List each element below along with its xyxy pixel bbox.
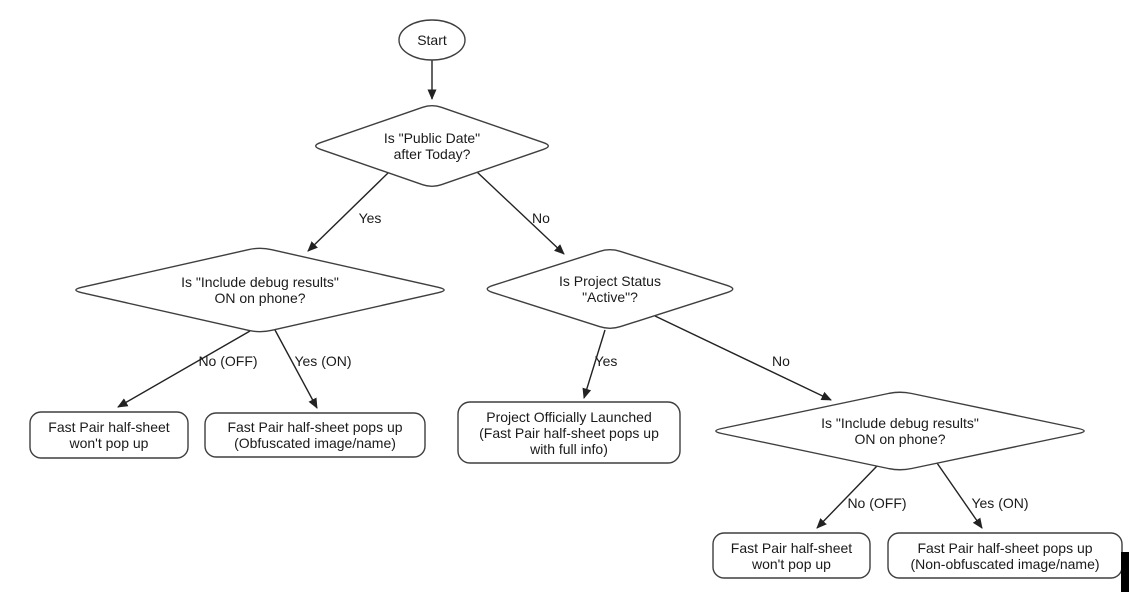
edge-public-date-no [476,171,565,255]
cursor-bar-artifact [1121,552,1129,592]
edge-project-status-yes [582,329,606,399]
edge-debug-right-no-off [816,465,878,529]
edge-debug-left-yes-on [274,329,318,409]
edge-project-status-no [654,315,832,401]
box-launched [457,401,681,464]
box-no-popup-right [712,532,871,579]
edge-debug-right-yes-on [936,462,983,529]
edge-debug-left-no-off [117,330,251,408]
box-non-obfuscated [887,532,1123,579]
edge-public-date-yes [307,172,389,252]
diamond-debug-right [715,391,1085,471]
start-ellipse [398,19,466,61]
diamond-debug-left [75,247,445,333]
diamond-project-status [486,249,734,329]
box-obfuscated [204,412,426,458]
diamond-public-date [315,104,549,188]
box-no-popup-left [29,411,189,459]
